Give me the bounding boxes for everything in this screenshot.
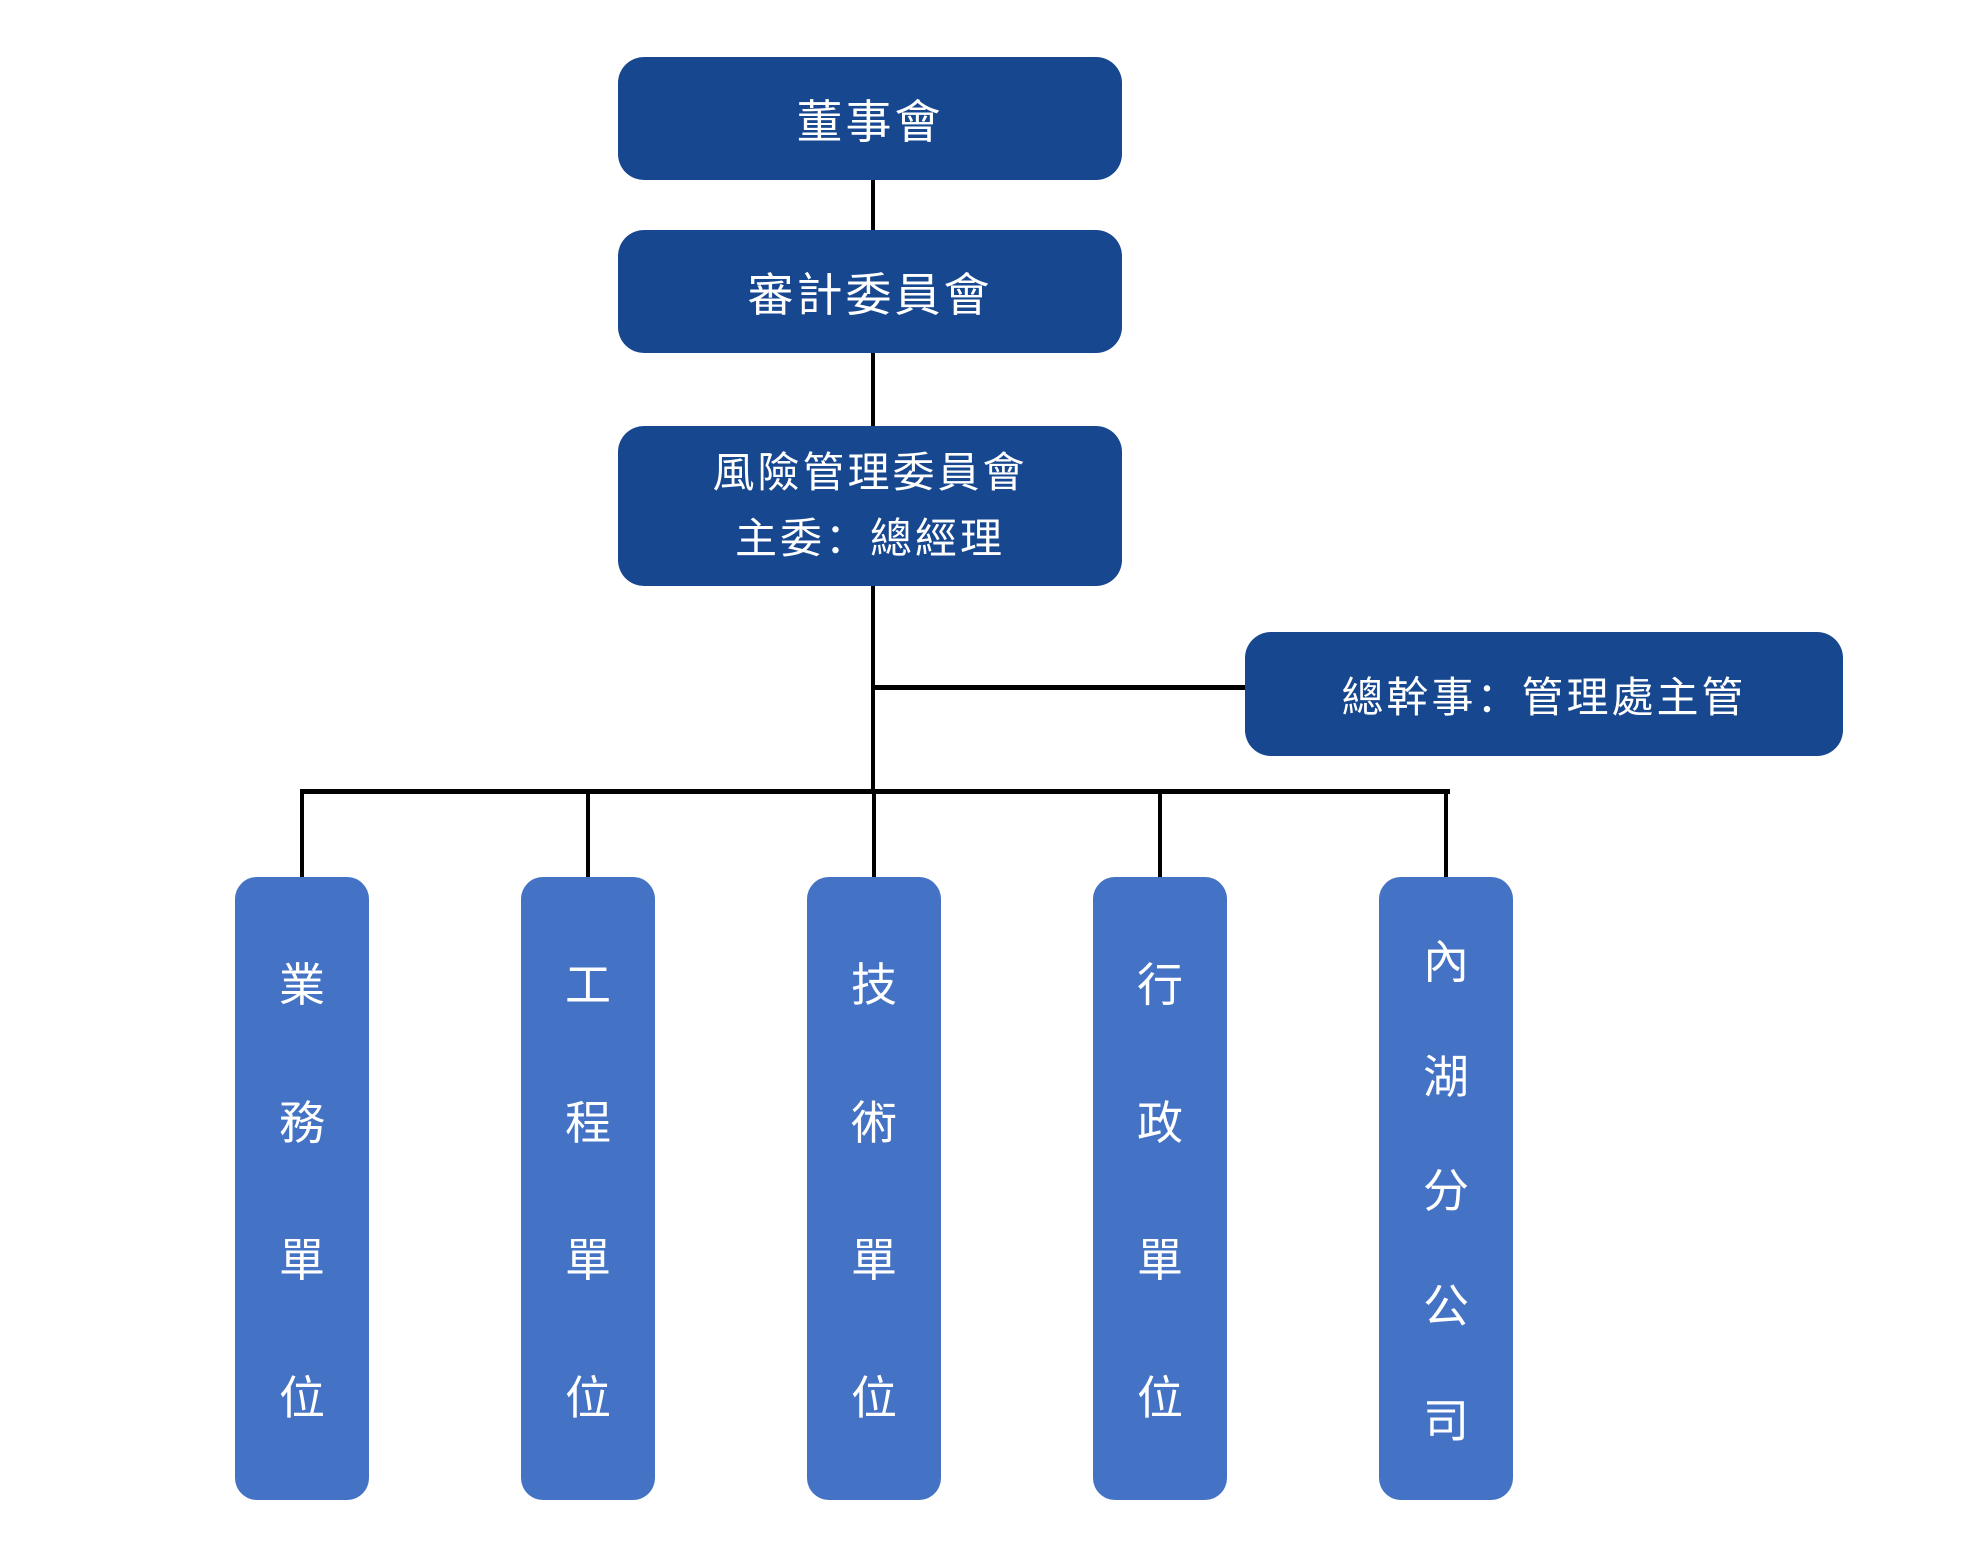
connector-audit-risk [871, 353, 875, 426]
node-board: 董事會 [618, 57, 1122, 180]
connector-drop-unit-1 [300, 789, 304, 878]
node-unit-neihu-branch: 內湖分公司 [1379, 877, 1513, 1500]
connector-drop-unit-3 [872, 789, 876, 878]
node-unit-technical: 技術單位 [807, 877, 941, 1500]
node-unit-engineering: 工程單位 [521, 877, 655, 1500]
connector-board-audit [871, 180, 875, 230]
connector-drop-unit-2 [586, 789, 590, 878]
connector-drop-unit-4 [1158, 789, 1162, 878]
node-unit-business: 業務單位 [235, 877, 369, 1500]
node-audit-committee-label: 審計委員會 [747, 268, 993, 321]
node-board-label: 董事會 [796, 95, 944, 148]
connector-drop-unit-5 [1444, 789, 1448, 878]
node-risk-committee-sublabel: 主委：總經理 [734, 515, 1005, 562]
node-unit-technical-label: 技術單位 [851, 958, 897, 1425]
node-risk-committee: 風險管理委員會 主委：總經理 [618, 426, 1122, 586]
node-secretary-general: 總幹事：管理處主管 [1245, 632, 1843, 756]
node-unit-business-label: 業務單位 [279, 958, 325, 1425]
node-unit-administration-label: 行政單位 [1137, 958, 1183, 1425]
node-audit-committee: 審計委員會 [618, 230, 1122, 353]
node-secretary-general-label: 總幹事：管理處主管 [1341, 673, 1747, 721]
node-unit-administration: 行政單位 [1093, 877, 1227, 1500]
node-unit-engineering-label: 工程單位 [565, 958, 611, 1425]
connector-staff-branch [873, 685, 1247, 690]
node-risk-committee-label: 風險管理委員會 [712, 449, 1028, 496]
node-unit-neihu-branch-label: 內湖分公司 [1423, 935, 1469, 1448]
